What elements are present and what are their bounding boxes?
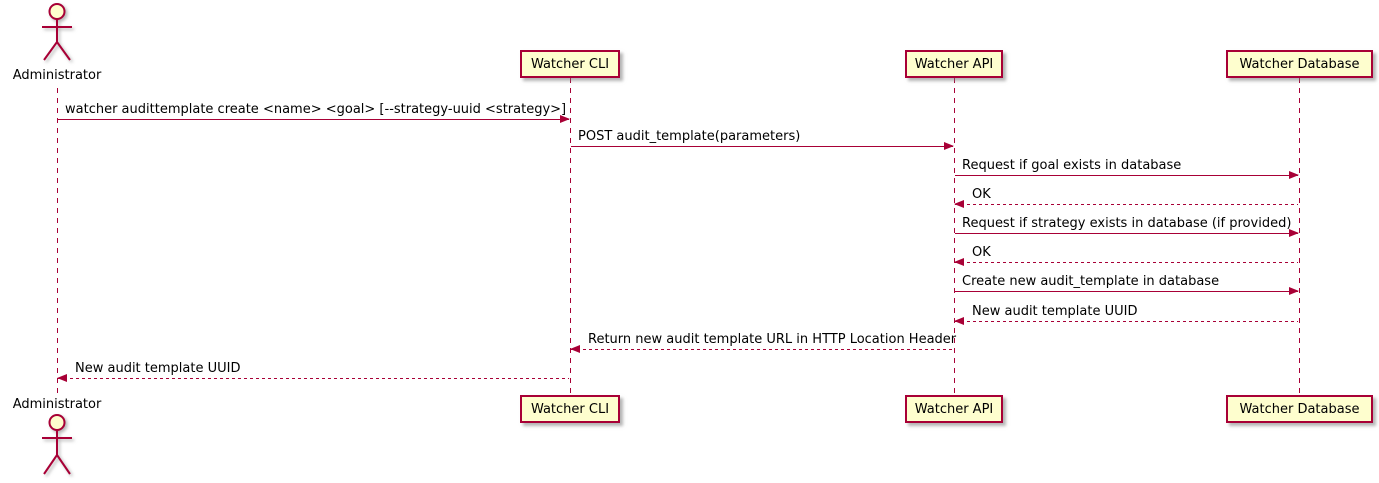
message-api-to-db-goal: Request if goal exists in database [954,158,1299,180]
arrow-head-icon [1289,229,1299,237]
message-api-to-db-create: Create new audit_template in database [954,274,1299,296]
participant-watcher-cli-bottom: Watcher CLI [520,395,620,423]
message-label: New audit template UUID [972,304,1138,319]
arrow-head-icon [954,200,964,208]
arrow-head-icon [954,317,964,325]
message-db-to-api-uuid: New audit template UUID [954,304,1299,326]
message-label: watcher audittemplate create <name> <goa… [65,102,567,117]
message-label: POST audit_template(parameters) [578,129,801,144]
message-line [955,233,1298,234]
participant-label: Watcher CLI [530,401,610,417]
message-label: Request if strategy exists in database (… [962,216,1292,231]
arrow-head-icon [1289,171,1299,179]
message-line [955,204,1298,205]
arrow-head-icon [954,258,964,266]
actor-icon [42,414,72,475]
lifeline-watcher-cli [570,78,571,395]
participant-watcher-api-top: Watcher API [905,50,1003,78]
message-line [571,349,953,350]
message-label: OK [972,187,991,202]
message-line [58,119,569,120]
message-label: Create new audit_template in database [962,274,1220,289]
message-cli-to-admin-uuid: New audit template UUID [57,361,570,383]
message-line [955,262,1298,263]
message-line [955,321,1298,322]
message-line [571,146,953,147]
message-label: Return new audit template URL in HTTP Lo… [588,332,957,347]
participant-watcher-database-top: Watcher Database [1226,50,1373,78]
participant-label: Watcher Database [1239,401,1360,417]
participant-label: Watcher API [914,401,994,417]
participant-watcher-database-bottom: Watcher Database [1226,395,1373,423]
message-line [58,378,569,379]
lifeline-watcher-api [954,78,955,395]
message-admin-to-cli: watcher audittemplate create <name> <goa… [57,102,570,124]
lifeline-administrator [57,88,58,395]
actor-icon [42,3,72,61]
message-line [955,175,1298,176]
arrow-head-icon [570,345,580,353]
arrow-head-icon [1289,287,1299,295]
arrow-head-icon [57,374,67,382]
message-label: OK [972,245,991,260]
actor-label-administrator-top: Administrator [12,68,102,83]
arrow-head-icon [944,142,954,150]
lifeline-watcher-database [1299,78,1300,395]
participant-label: Watcher Database [1239,56,1360,72]
actor-label-administrator-bottom: Administrator [12,397,102,412]
message-label: New audit template UUID [75,361,241,376]
message-db-to-api-ok-1: OK [954,187,1299,209]
participant-label: Watcher CLI [530,56,610,72]
message-api-to-cli-url: Return new audit template URL in HTTP Lo… [570,332,957,354]
message-line [955,291,1298,292]
arrow-head-icon [560,115,570,123]
message-api-to-db-strategy: Request if strategy exists in database (… [954,216,1299,238]
message-cli-to-api: POST audit_template(parameters) [570,129,954,151]
message-label: Request if goal exists in database [962,158,1182,173]
participant-label: Watcher API [914,56,994,72]
participant-watcher-api-bottom: Watcher API [905,395,1003,423]
participant-watcher-cli-top: Watcher CLI [520,50,620,78]
message-db-to-api-ok-2: OK [954,245,1299,267]
